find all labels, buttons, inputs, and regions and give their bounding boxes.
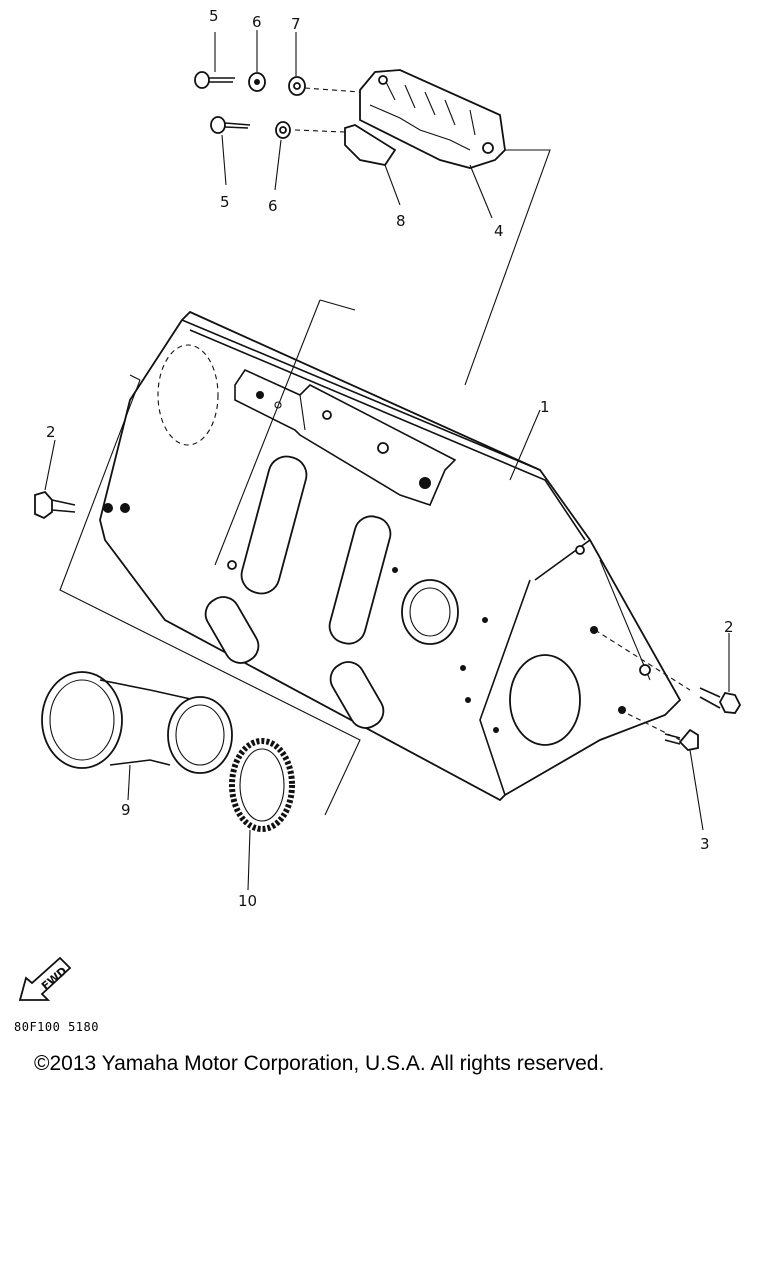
nuts-washers bbox=[248, 72, 306, 139]
leader-lines bbox=[44, 30, 730, 891]
callout-4: 4 bbox=[494, 222, 504, 240]
callout-6-bottom: 6 bbox=[268, 197, 278, 215]
seal-ring bbox=[229, 738, 295, 832]
air-box-panel bbox=[99, 310, 682, 802]
forward-direction-icon: FWD bbox=[16, 950, 76, 1005]
callout-8: 8 bbox=[396, 212, 406, 230]
callout-numbers: 5 6 7 5 6 8 4 1 2 2 3 9 10 bbox=[46, 7, 734, 910]
callout-10: 10 bbox=[238, 892, 257, 910]
callout-1: 1 bbox=[540, 398, 550, 416]
exploded-parts-diagram: 5 6 7 5 6 8 4 1 2 2 3 9 10 bbox=[34, 7, 742, 910]
junction-block bbox=[359, 69, 506, 169]
callout-5-top: 5 bbox=[209, 7, 219, 25]
copyright-notice: ©2013 Yamaha Motor Corporation, U.S.A. A… bbox=[34, 1052, 605, 1075]
intake-joint bbox=[41, 671, 233, 774]
callout-5-bottom: 5 bbox=[220, 193, 230, 211]
callout-6-top: 6 bbox=[252, 13, 262, 31]
callout-2-left: 2 bbox=[46, 423, 56, 441]
bolts bbox=[34, 490, 742, 751]
callout-9: 9 bbox=[121, 801, 131, 819]
callout-7: 7 bbox=[291, 15, 301, 33]
assembly-guide-lines bbox=[59, 87, 691, 816]
screws bbox=[194, 71, 251, 134]
callout-3: 3 bbox=[700, 835, 710, 853]
drawing-code: 80F100 5180 bbox=[14, 1020, 99, 1034]
callout-2-right: 2 bbox=[724, 618, 734, 636]
